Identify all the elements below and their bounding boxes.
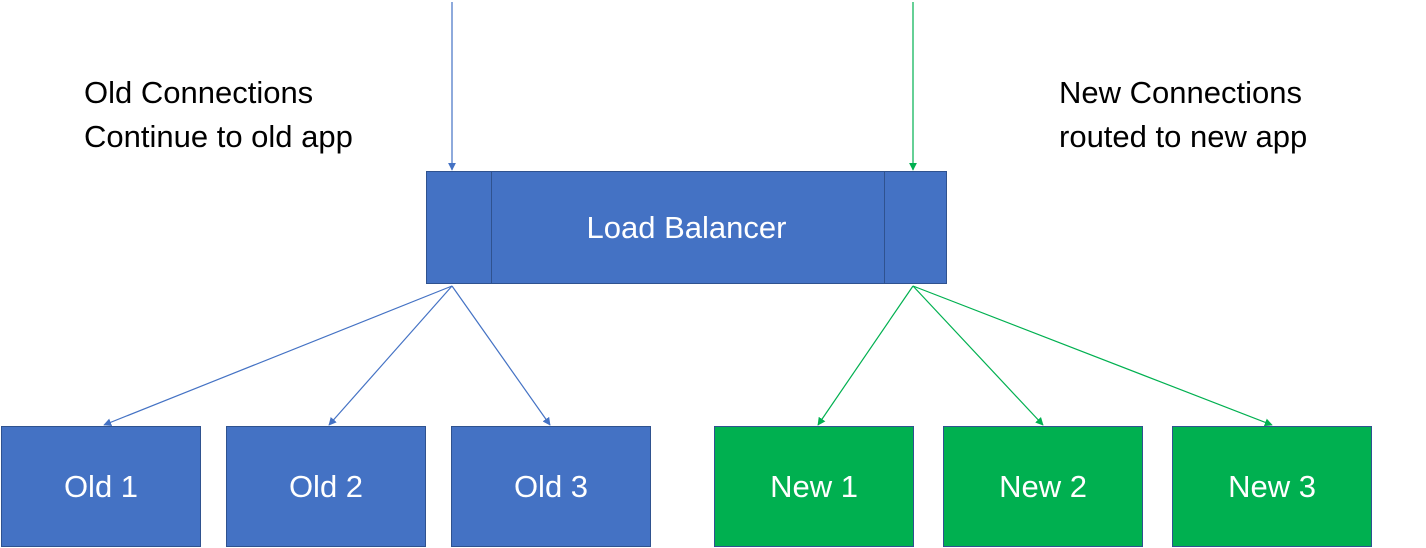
new-node-3: New 3 (1172, 426, 1372, 547)
new-node-1: New 1 (714, 426, 914, 547)
load-balancer-left-divider (491, 172, 492, 283)
old-connections-caption: Old Connections Continue to old app (84, 71, 353, 159)
old-caption-line-2: Continue to old app (84, 119, 353, 154)
old-node-3: Old 3 (451, 426, 651, 547)
lb-to-old-2-arrow (328, 285, 453, 426)
new-caption-line-2: routed to new app (1059, 119, 1308, 154)
lb-to-old-3-arrow (451, 285, 551, 426)
load-balancer-label: Load Balancer (586, 209, 787, 245)
lb-to-old-1-arrow (103, 285, 453, 427)
old-node-1: Old 1 (1, 426, 201, 547)
new-node-2: New 2 (943, 426, 1143, 547)
lb-to-new-1-arrow (817, 285, 914, 426)
lb-to-new-3-arrow (912, 285, 1273, 427)
lb-to-new-2-arrow (912, 285, 1044, 426)
old-node-2: Old 2 (226, 426, 426, 547)
new-caption-line-1: New Connections (1059, 75, 1302, 110)
load-balancer-right-divider (884, 172, 885, 283)
old-caption-line-1: Old Connections (84, 75, 314, 110)
new-connections-caption: New Connections routed to new app (1059, 71, 1307, 159)
load-balancer-box: Load Balancer (426, 171, 947, 284)
